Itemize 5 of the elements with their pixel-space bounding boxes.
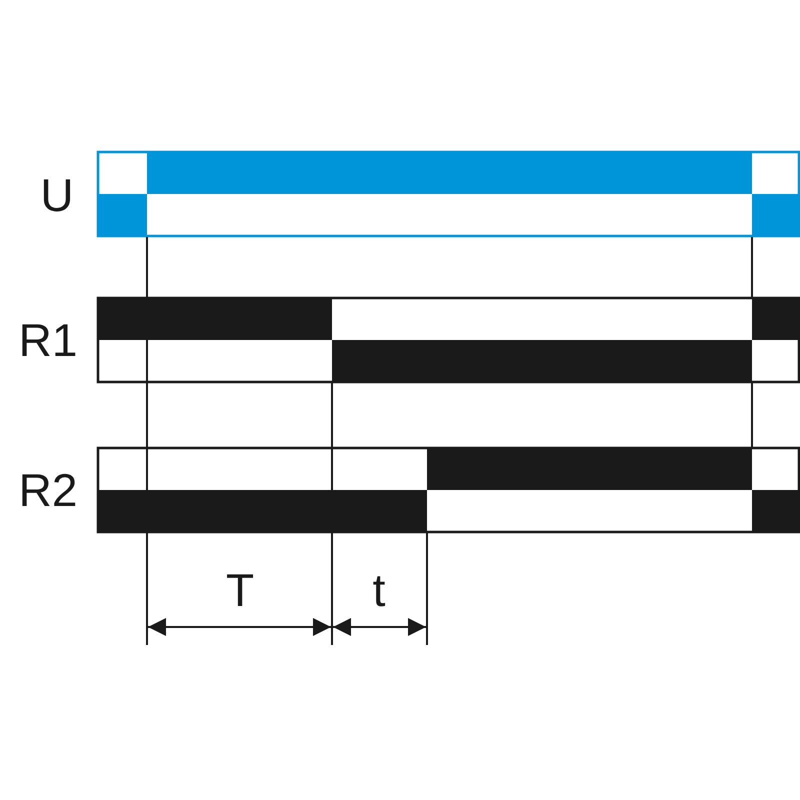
time-label: t bbox=[372, 567, 386, 613]
signal-name: R2 bbox=[18, 467, 78, 513]
signal-name: R1 bbox=[18, 317, 78, 363]
signal-name: U bbox=[40, 172, 74, 218]
time-label: T bbox=[226, 567, 254, 613]
